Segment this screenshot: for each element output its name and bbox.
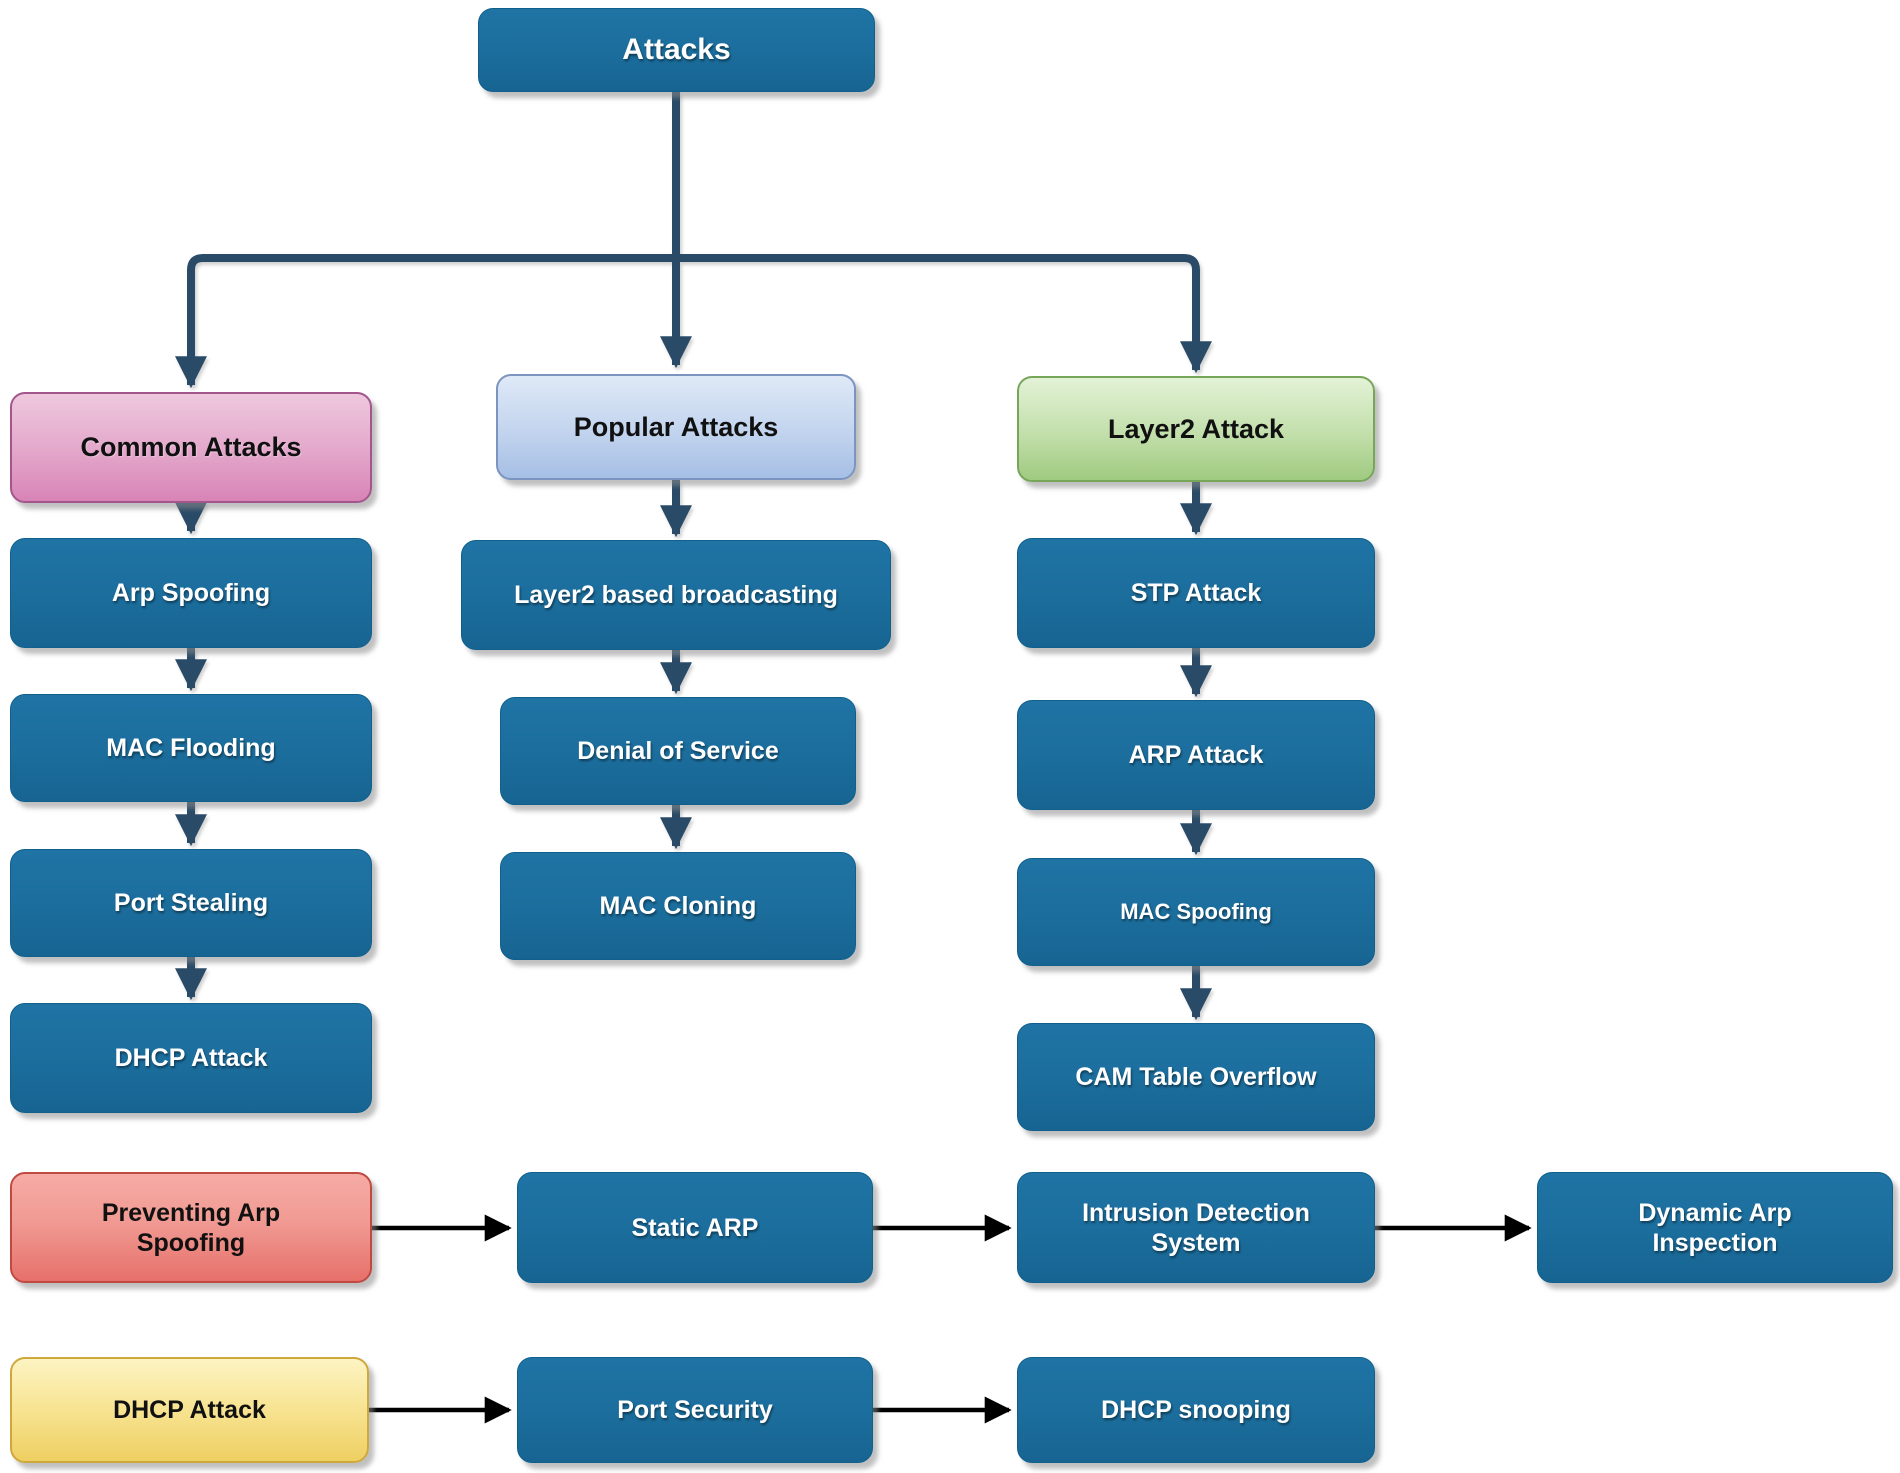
node-mac-spoofing: MAC Spoofing [1017, 858, 1375, 966]
node-label: DHCP snooping [1101, 1396, 1291, 1424]
node-label: Arp Spoofing [111, 579, 271, 607]
node-label: DHCP Attack [114, 1044, 268, 1072]
node-static-arp: Static ARP [517, 1172, 873, 1283]
node-label: Static ARP [631, 1213, 759, 1242]
node-intrusion-detection-system: Intrusion Detection System [1017, 1172, 1375, 1283]
node-label: MAC Spoofing [1120, 898, 1272, 924]
node-label: Preventing Arp Spoofing [101, 1198, 281, 1257]
node-label: CAM Table Overflow [1075, 1063, 1317, 1091]
node-layer2-broadcasting: Layer2 based broadcasting [461, 540, 891, 650]
node-preventing-arp-spoofing: Preventing Arp Spoofing [10, 1172, 372, 1283]
node-label: Layer2 Attack [1107, 413, 1285, 444]
node-port-stealing: Port Stealing [10, 849, 372, 957]
node-label: Common Attacks [80, 432, 302, 463]
node-cam-table-overflow: CAM Table Overflow [1017, 1023, 1375, 1131]
node-denial-of-service: Denial of Service [500, 697, 856, 805]
node-label: Denial of Service [577, 737, 779, 765]
node-label: Popular Attacks [573, 411, 779, 442]
arrow-attacks-to-common [175, 254, 676, 389]
node-stp-attack: STP Attack [1017, 538, 1375, 648]
node-label: Dynamic Arp Inspection [1638, 1198, 1792, 1257]
node-port-security: Port Security [517, 1357, 873, 1463]
node-dynamic-arp-inspection: Dynamic Arp Inspection [1537, 1172, 1893, 1283]
node-label: ARP Attack [1128, 741, 1264, 769]
node-mac-cloning: MAC Cloning [500, 852, 856, 960]
node-label: DHCP Attack [113, 1396, 266, 1424]
node-label: STP Attack [1130, 579, 1262, 607]
node-dhcp-snooping: DHCP snooping [1017, 1357, 1375, 1463]
node-attacks: Attacks [478, 8, 875, 92]
node-label: Port Security [617, 1396, 773, 1424]
node-mac-flooding: MAC Flooding [10, 694, 372, 802]
node-label: Attacks [622, 33, 731, 66]
arrow-attacks-to-layer2 [676, 254, 1212, 374]
node-layer2-attack: Layer2 Attack [1017, 376, 1375, 482]
node-label: Intrusion Detection System [1082, 1198, 1310, 1257]
node-label: MAC Flooding [106, 734, 276, 762]
node-common-attacks: Common Attacks [10, 392, 372, 503]
node-label: Layer2 based broadcasting [514, 581, 838, 609]
node-popular-attacks: Popular Attacks [496, 374, 856, 480]
node-label: Port Stealing [113, 889, 269, 917]
node-arp-attack: ARP Attack [1017, 700, 1375, 810]
node-label: MAC Cloning [599, 892, 757, 920]
node-arp-spoofing: Arp Spoofing [10, 538, 372, 648]
node-dhcp-attack-prevention: DHCP Attack [10, 1357, 369, 1463]
node-dhcp-attack-common: DHCP Attack [10, 1003, 372, 1113]
